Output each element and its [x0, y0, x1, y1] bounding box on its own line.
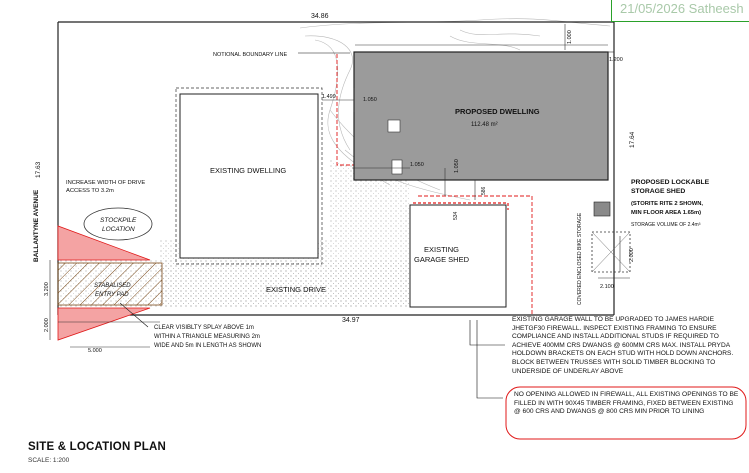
existing-dwelling: [179, 93, 319, 259]
entry-pad-label-1: STABALISED: [94, 283, 131, 289]
firewall-note: EXISTING GARAGE WALL TO BE UPGRADED TO J…: [512, 316, 734, 375]
dim-top-boundary: 34.86: [311, 13, 329, 20]
stockpile-label-1: STOCKPILE: [100, 217, 137, 224]
storage-spec-1: (STORITE RITE 2 SHOWN,: [631, 201, 703, 207]
storage-spec-2: MIN FLOOR AREA 1.65m): [631, 210, 701, 216]
dim-1050-c: 1.050: [454, 159, 460, 173]
dim-entry-width: 3.200: [44, 282, 50, 296]
garage-firewall: [413, 202, 509, 210]
proposed-dwelling-label: PROPOSED DWELLING: [455, 107, 540, 116]
splay-bottom: [57, 307, 151, 341]
entry-pad: [57, 262, 163, 306]
proposed-dwelling-area: 112.48 m²: [471, 122, 498, 128]
drive-increase-label-1: INCREASE WIDTH OF DRIVE: [66, 180, 145, 186]
storage-title-1: PROPOSED LOCKABLE: [631, 179, 710, 186]
plan-title: SITE & LOCATION PLAN: [28, 441, 166, 453]
dim-534: 534: [453, 211, 459, 220]
existing-garage-label-1: EXISTING: [424, 245, 459, 254]
covered-storage-label: COVERED ENCLOSED BIKE STORAGE: [577, 212, 583, 305]
splay-label-2: WITHIN A TRIANGLE MEASURING 2m: [154, 334, 260, 340]
storage-volume: STORAGE VOLUME OF 2.4m³: [631, 222, 701, 228]
dim-1499: 1.499: [322, 94, 336, 100]
dwelling-step-2: [391, 159, 403, 175]
dim-left-boundary: 17.63: [35, 161, 42, 178]
dim-shed-depth: 2.000: [629, 248, 635, 262]
dim-right-boundary: 17.64: [629, 131, 636, 148]
leader-lines: [119, 52, 505, 399]
dim-splay-depth: 2.000: [44, 318, 50, 332]
drive-increase-label-2: ACCESS TO 3.2m: [66, 188, 114, 194]
storage-shed: [593, 201, 611, 217]
bike-storage: [591, 231, 631, 273]
existing-garage-label-2: GARAGE SHED: [414, 255, 470, 264]
street-name: BALLANTYNE AVENUE: [33, 189, 40, 262]
dim-bottom-boundary: 34.97: [342, 317, 360, 324]
dim-shed-width: 2.100: [600, 284, 614, 290]
existing-dwelling-outline: [175, 87, 323, 265]
existing-garage-shed: [409, 204, 507, 308]
no-opening-note: NO OPENING ALLOWED IN FIREWALL, ALL EXIS…: [514, 391, 739, 416]
dim-586: 586: [481, 186, 487, 195]
storage-title-2: STORAGE SHED: [631, 188, 685, 195]
existing-drive-label: EXISTING DRIVE: [266, 285, 326, 294]
plan-scale: SCALE: 1:200: [28, 457, 70, 464]
dim-splay-length: 5.000: [88, 348, 102, 354]
splay-top: [57, 225, 151, 261]
dwelling-entry-step: [387, 119, 401, 133]
dim-1050-a: 1.050: [363, 97, 377, 103]
stockpile-label-2: LOCATION: [102, 226, 135, 233]
existing-dwelling-label: EXISTING DWELLING: [210, 166, 286, 175]
splay-label-3: WIDE AND 5m IN LENGTH AS SHOWN: [154, 343, 261, 349]
date-stamp-text: 21/05/2026 Satheesh: [620, 1, 744, 16]
proposed-dwelling: [353, 51, 609, 181]
date-stamp: 21/05/2026 Satheesh: [611, 0, 749, 22]
stockpile-location: [83, 207, 153, 241]
dim-setback-top: 1.000: [567, 30, 573, 44]
splay-label-1: CLEAR VISIBLTY SPLAY ABOVE 1m: [154, 325, 254, 331]
dim-1050-b: 1.050: [410, 162, 424, 168]
notional-boundary-label: NOTIONAL BOUNDARY LINE: [213, 52, 287, 58]
entry-pad-label-2: ENTRY PAD: [95, 292, 129, 298]
dim-setback-right: 1.200: [609, 57, 623, 63]
revision-cloud: [505, 386, 747, 440]
dimension-lines: [49, 24, 630, 348]
